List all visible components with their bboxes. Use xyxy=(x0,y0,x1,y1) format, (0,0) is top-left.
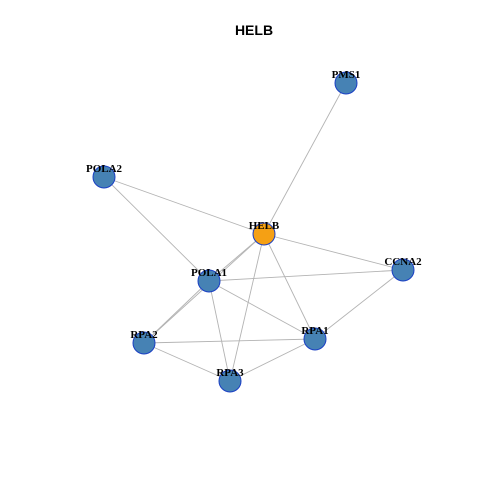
node-label-ccna2: CCNA2 xyxy=(384,256,422,268)
node-pms1 xyxy=(334,71,358,95)
node-rpa2 xyxy=(132,331,156,355)
edge-helb-ccna2 xyxy=(263,233,404,271)
node-label-rpa3: RPA3 xyxy=(216,367,244,379)
edge-rpa3-rpa1 xyxy=(229,338,316,382)
node-label-pola1: POLA1 xyxy=(191,267,227,279)
edge-helb-rpa1 xyxy=(263,233,316,340)
node-rpa3 xyxy=(218,369,242,393)
node-label-helb: HELB xyxy=(249,220,280,232)
edge-helb-pola2 xyxy=(103,176,265,235)
edge-rpa2-rpa3 xyxy=(143,342,231,382)
node-rpa1 xyxy=(303,327,327,351)
node-helb xyxy=(252,222,276,246)
node-label-rpa1: RPA1 xyxy=(301,325,328,337)
node-label-pms1: PMS1 xyxy=(332,69,361,81)
graph-title: HELB xyxy=(235,22,273,38)
edge-pola2-pola1 xyxy=(103,176,210,282)
edge-pola1-ccna2 xyxy=(208,269,404,282)
edge-pola1-rpa1 xyxy=(208,280,316,340)
edge-helb-rpa3 xyxy=(229,233,265,382)
edge-ccna2-rpa1 xyxy=(314,269,404,340)
node-pola2 xyxy=(92,165,116,189)
node-ccna2 xyxy=(391,258,415,282)
edge-helb-pms1 xyxy=(263,82,347,235)
node-label-rpa2: RPA2 xyxy=(130,329,158,341)
edge-rpa2-rpa1 xyxy=(143,338,316,344)
node-layer xyxy=(92,71,415,393)
edge-pola1-rpa3 xyxy=(208,280,231,382)
node-pola1 xyxy=(197,269,221,293)
edge-pola1-rpa2 xyxy=(143,280,210,344)
node-label-pola2: POLA2 xyxy=(86,163,123,175)
